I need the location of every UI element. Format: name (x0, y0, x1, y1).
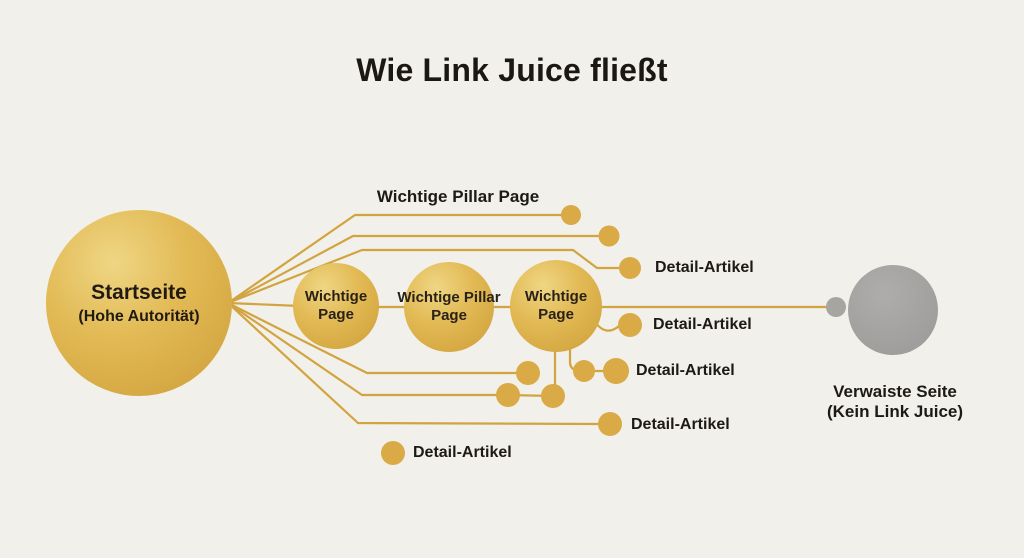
verwaiste-node (848, 265, 938, 355)
detail-node (541, 384, 565, 408)
detail-artikel-label: Detail-Artikel (631, 416, 730, 433)
detail-node (516, 361, 540, 385)
detail-node (603, 358, 629, 384)
pillar-node-2: Wichtige Pillar Page (397, 262, 501, 352)
verwaiste-label-line1: Verwaiste Seite (833, 382, 957, 401)
detail-node (598, 412, 622, 436)
detail-node (561, 205, 581, 225)
pillar-node-3-label: Wichtige Page (524, 287, 588, 323)
detail-node (618, 313, 642, 337)
detail-node (619, 257, 641, 279)
pillar-node-1-label: Wichtige Page (304, 287, 368, 323)
link-line-top-1 (226, 213, 564, 305)
detail-node-orphan (381, 441, 405, 465)
startseite-node: Startseite (Hohe Autorität) (46, 210, 232, 396)
startseite-label: Startseite (91, 280, 187, 304)
link-line-bottom-2 (226, 301, 499, 397)
pillar-node-3: Wichtige Page (510, 260, 602, 352)
pillar-node-1: Wichtige Page (293, 263, 379, 349)
verwaiste-label: Verwaiste Seite (Kein Link Juice) (793, 382, 997, 423)
detail-node (573, 360, 595, 382)
link-line-top-2 (226, 234, 602, 305)
verwaiste-label-line2: (Kein Link Juice) (826, 402, 964, 422)
link-line-center (226, 301, 302, 308)
startseite-sublabel: (Hohe Autorität) (78, 308, 200, 326)
orphan-knob (826, 297, 846, 317)
detail-artikel-label: Detail-Artikel (413, 444, 512, 461)
detail-artikel-label: Detail-Artikel (653, 316, 752, 333)
detail-artikel-label: Detail-Artikel (636, 362, 735, 379)
detail-node (598, 225, 620, 247)
pillar-node-2-label: Wichtige Pillar Page (397, 288, 501, 324)
page-title: Wie Link Juice fließt (356, 52, 668, 88)
detail-artikel-label: Detail-Artikel (655, 259, 754, 276)
pillar-group-label: Wichtige Pillar Page (376, 187, 540, 206)
detail-node (496, 383, 520, 407)
link-line-bottom-3 (226, 301, 601, 426)
link-line-bottom-1 (226, 301, 519, 375)
